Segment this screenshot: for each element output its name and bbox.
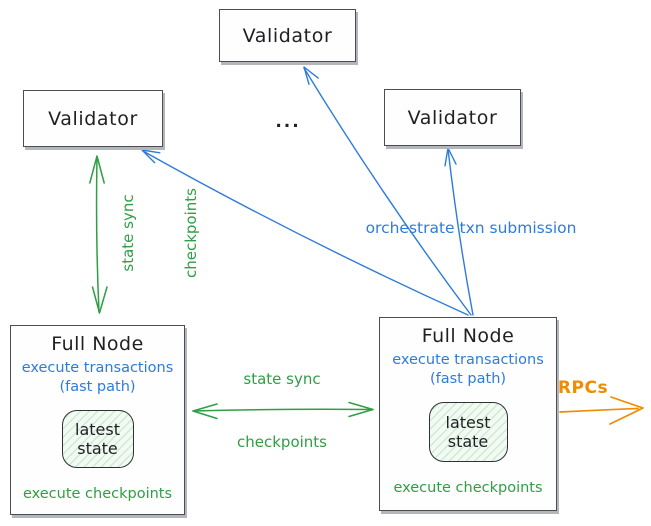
- validator-left-box: Validator: [23, 90, 163, 147]
- rpcs-label: RPCs: [557, 378, 609, 398]
- full-node-right-title: Full Node: [421, 325, 515, 347]
- horizontal-state-sync-label: state sync checkpoints: [237, 327, 327, 495]
- validator-left-label: Validator: [48, 107, 138, 130]
- full-node-right-checkpoints-label: execute checkpoints: [393, 480, 543, 496]
- full-node-right-fast-path-line2: (fast path): [429, 371, 507, 387]
- full-node-left-checkpoints-label: execute checkpoints: [22, 486, 173, 502]
- vertical-state-sync-label: state sync checkpoints: [76, 173, 200, 293]
- horizontal-state-sync-line1: state sync: [243, 370, 321, 388]
- full-node-left-latest-state-box: latest state: [61, 410, 134, 468]
- full-node-right-latest-state-box: latest state: [428, 402, 508, 462]
- vertical-state-sync-line1: state sync: [119, 194, 137, 272]
- full-node-left-title: Full Node: [51, 333, 144, 355]
- validator-right-box: Validator: [384, 89, 521, 146]
- latest-state-line2: state: [77, 439, 118, 458]
- orange-rpc-arrow: [559, 396, 644, 425]
- validator-right-label: Validator: [407, 106, 498, 129]
- vertical-state-sync-line2: checkpoints: [182, 188, 200, 278]
- validator-top-box: Validator: [219, 9, 356, 62]
- latest-state-line2: state: [447, 432, 489, 451]
- full-node-left-box: Full Node execute transactions (fast pat…: [10, 325, 185, 515]
- full-node-right-fast-path-line1: execute transactions: [392, 352, 544, 368]
- horizontal-state-sync-line2: checkpoints: [237, 433, 327, 451]
- validator-top-label: Validator: [242, 24, 333, 47]
- orchestrate-txn-submission-label: orchestrate txn submission: [365, 219, 577, 237]
- full-node-left-fast-path-line1: execute transactions: [21, 360, 174, 376]
- latest-state-line1: latest: [75, 420, 120, 439]
- full-node-left-fast-path-line2: (fast path): [59, 379, 136, 395]
- full-node-right-box: Full Node execute transactions (fast pat…: [379, 317, 557, 511]
- more-validators-ellipsis: ...: [275, 112, 301, 132]
- latest-state-line1: latest: [445, 413, 491, 432]
